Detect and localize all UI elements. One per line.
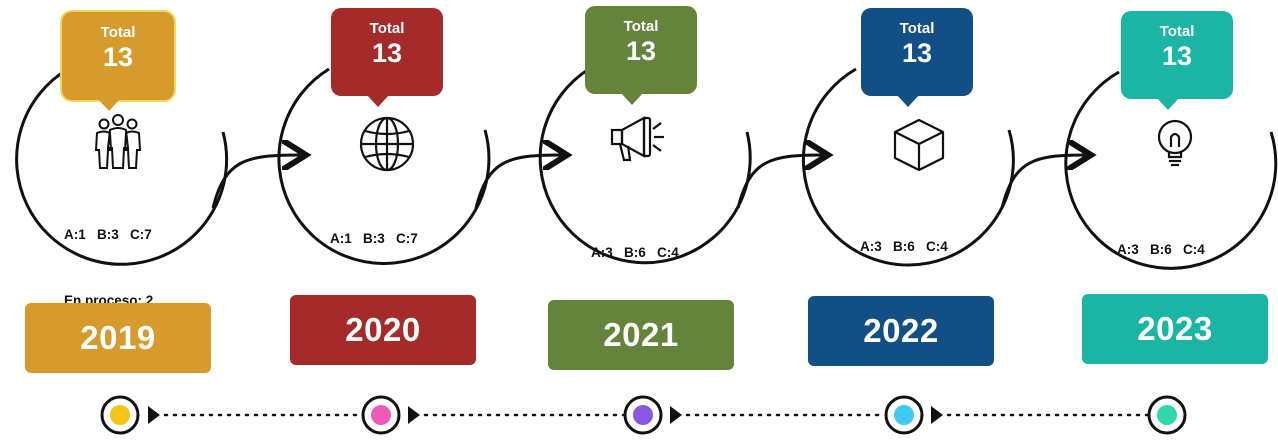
year-box-2020: 2020 — [290, 295, 476, 365]
stage-counts: A:3 B:6 C:4 — [1117, 195, 1278, 305]
cube-icon — [893, 118, 945, 172]
lightbulb-icon — [1157, 119, 1193, 167]
timeline-node-4 — [884, 395, 924, 435]
total-value: 13 — [102, 42, 134, 72]
total-label: Total — [369, 20, 405, 37]
globe-icon — [359, 116, 415, 172]
timeline-node-3 — [623, 395, 663, 435]
total-value: 13 — [901, 38, 933, 68]
connector-arrow-2 — [474, 155, 561, 209]
stage-connectors — [211, 155, 1085, 209]
total-callout: Total 13 — [331, 8, 443, 107]
people-group-icon — [94, 114, 142, 169]
total-label: Total — [899, 20, 935, 37]
bottom-timeline — [100, 395, 1187, 435]
total-callout: Total 13 — [861, 8, 973, 107]
connector-arrow-3 — [736, 155, 822, 209]
counts-text: A:3 B:6 C:4 — [1117, 242, 1205, 257]
connector-arrow-1 — [211, 155, 300, 209]
timeline-node-1 — [100, 395, 140, 435]
timeline-arrow-3 — [670, 406, 682, 424]
total-callout: Total 13 — [1121, 11, 1233, 110]
year-box-2022: 2022 — [808, 296, 994, 366]
counts-text: A:3 B:6 C:4 — [591, 245, 679, 260]
stage-circle-2 — [277, 67, 491, 265]
counts-text: A:1 B:3 C:7 — [330, 231, 418, 246]
year-box-2021: 2021 — [548, 300, 734, 370]
counts-text: A:1 B:3 C:7 — [64, 227, 152, 242]
timeline-arrow-1 — [148, 406, 160, 424]
year-box-2019: 2019 — [25, 303, 211, 373]
timeline-node-5 — [1147, 395, 1187, 435]
total-callout: Total 13 — [62, 12, 174, 111]
total-value: 13 — [371, 38, 403, 68]
total-callout: Total 13 — [585, 6, 697, 105]
stage-counts: A:3 B:6 C:4 — [860, 192, 1060, 302]
total-value: 13 — [1161, 41, 1193, 71]
total-label: Total — [100, 24, 136, 41]
megaphone-icon — [610, 116, 664, 162]
counts-text: A:3 B:6 C:4 — [860, 239, 948, 254]
total-label: Total — [1159, 23, 1195, 40]
stage-counts: A:3 B:6 C:4 — [591, 198, 791, 308]
timeline-arrow-2 — [408, 406, 420, 424]
stage-circle-1 — [15, 67, 229, 266]
stage-circle-5 — [1064, 70, 1278, 270]
connector-arrow-4 — [1000, 155, 1085, 209]
total-value: 13 — [625, 36, 657, 66]
timeline-node-2 — [361, 395, 401, 435]
year-box-2023: 2023 — [1082, 294, 1268, 364]
total-label: Total — [623, 18, 659, 35]
timeline-arrow-4 — [931, 406, 943, 424]
